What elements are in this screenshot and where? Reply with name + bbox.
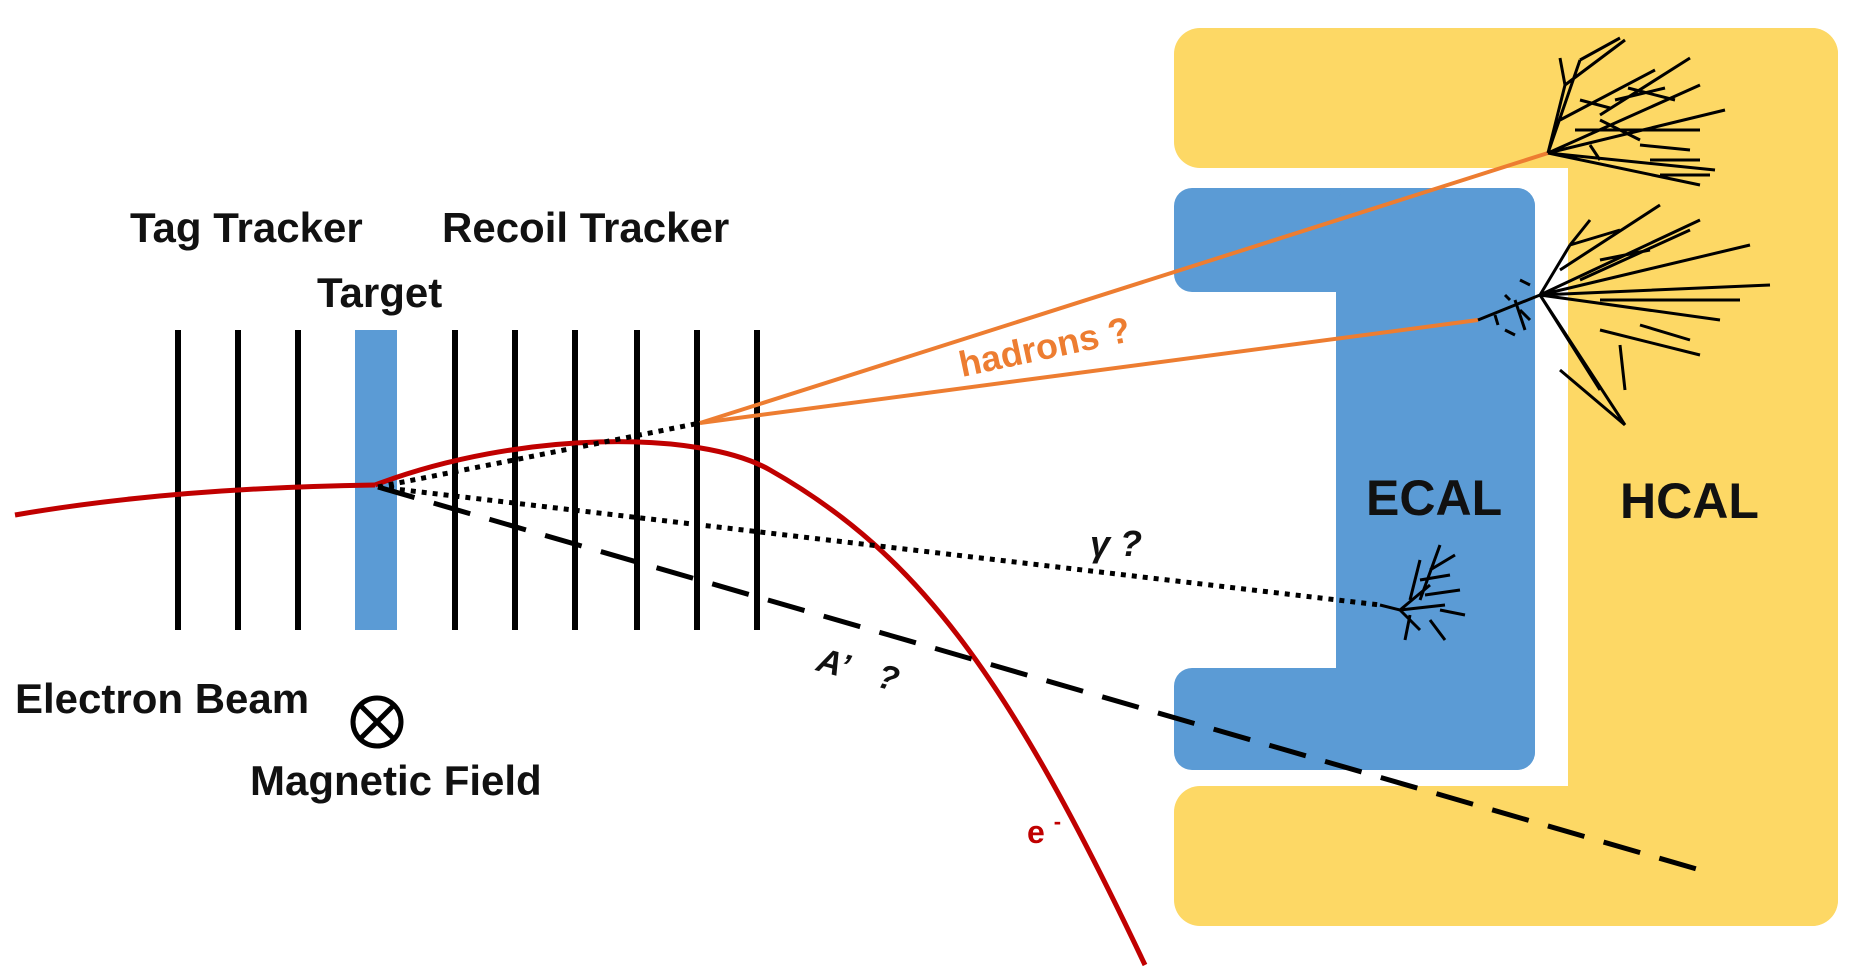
target-label: Target	[317, 269, 442, 316]
circled-times-icon	[350, 695, 404, 749]
tag-tracker	[175, 330, 301, 630]
aprime-label: A’ ?	[812, 641, 903, 700]
recoil-electron-track	[374, 439, 1148, 967]
hcal-bottom-block	[1174, 786, 1838, 926]
incoming-electron-beam	[14, 482, 376, 518]
ecal	[1174, 188, 1535, 770]
ecal-bottom-block	[1174, 668, 1535, 770]
hadron-dotted-track	[377, 420, 701, 490]
electron-superscript: -	[1054, 809, 1061, 834]
hadron-shower-upper	[1546, 36, 1726, 187]
aprime-symbol: A’	[812, 641, 854, 686]
electron-beam-label: Electron Beam	[15, 675, 309, 722]
electron-label: e -	[1027, 809, 1061, 850]
hadron-shower-lower	[1477, 203, 1771, 427]
recoil-tracker-label: Recoil Tracker	[442, 204, 729, 251]
hadron-track-lower	[699, 318, 1479, 425]
em-shower	[1379, 544, 1466, 641]
electron-symbol: e	[1027, 814, 1045, 850]
hadron-track-upper	[699, 151, 1549, 425]
tag-tracker-label: Tag Tracker	[130, 204, 363, 251]
aprime-question: ?	[873, 657, 903, 699]
hcal-label: HCAL	[1620, 473, 1759, 529]
magnetic-field-label: Magnetic Field	[250, 757, 542, 804]
recoil-tracker	[452, 330, 760, 630]
photon-dotted-track	[377, 484, 1381, 608]
ecal-label: ECAL	[1366, 470, 1502, 526]
photon-label: γ ?	[1090, 523, 1142, 564]
hadrons-label: hadrons ?	[955, 309, 1134, 385]
